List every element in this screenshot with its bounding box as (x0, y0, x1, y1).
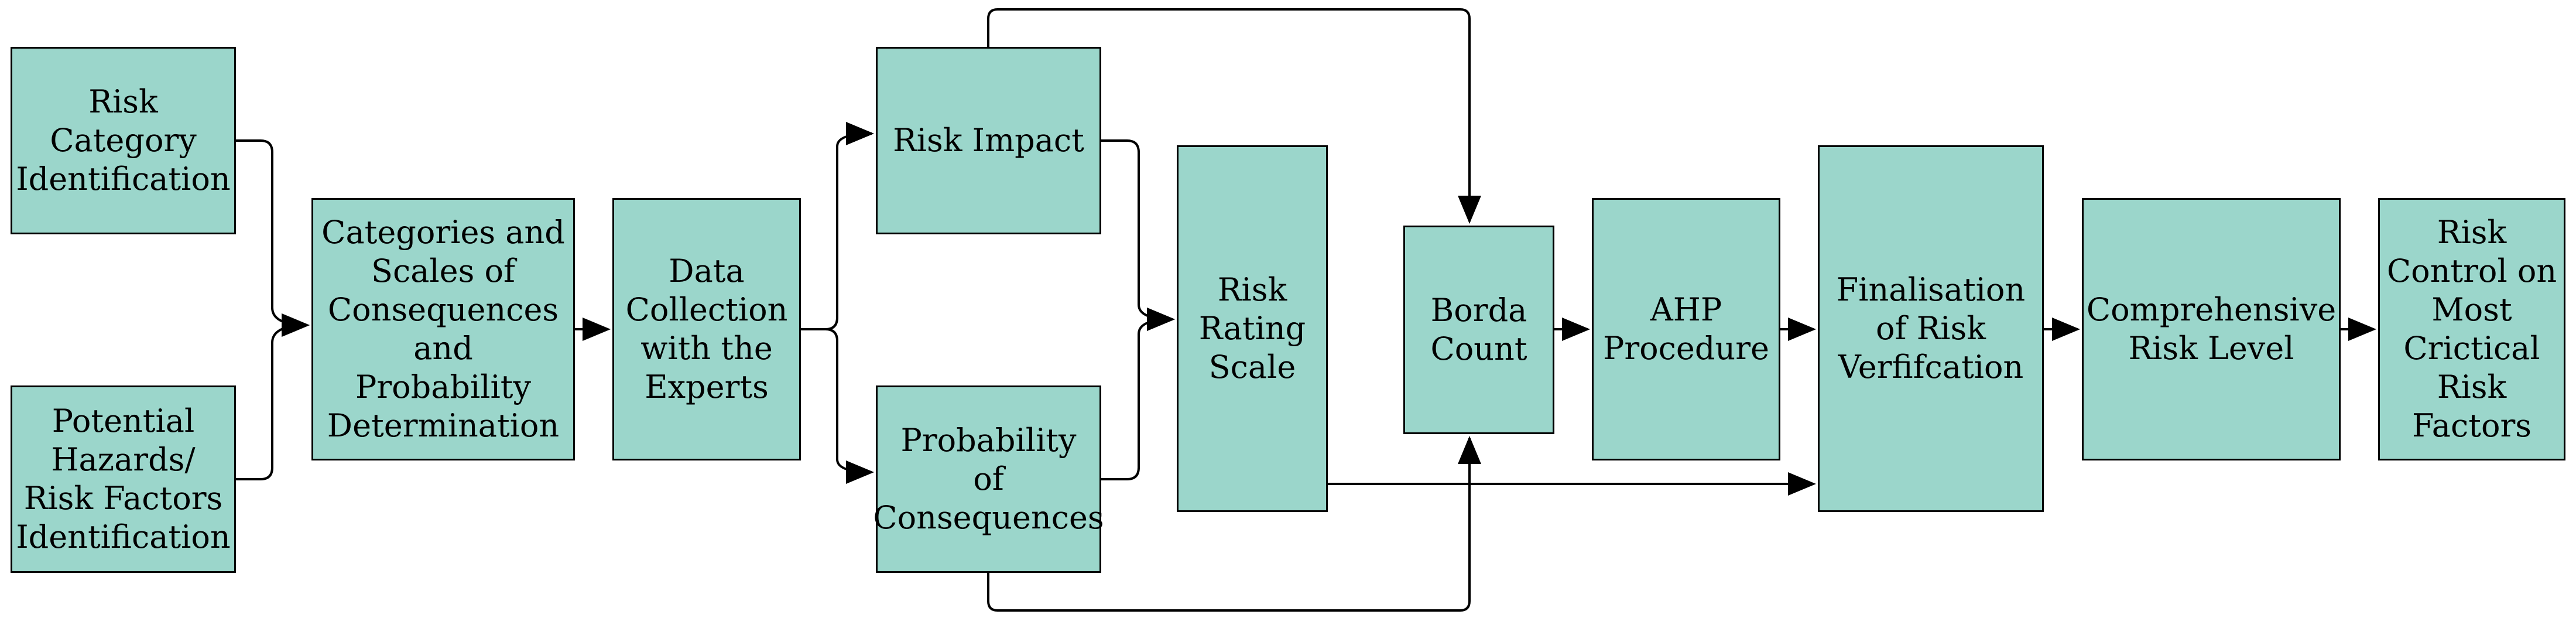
edge-probability-to-risk-rating (1101, 308, 1175, 480)
node-label: AHP Procedure (1603, 291, 1769, 367)
node-comprehensive-risk-level: Comprehensive Risk Level (2082, 198, 2341, 460)
node-risk-rating-scale: Risk Rating Scale (1177, 145, 1328, 512)
node-label: Potential Hazards/ Risk Factors Identifi… (16, 402, 231, 555)
node-risk-category-identification: Risk Category Identification (11, 47, 236, 234)
edge-potential-hazards-to-categories-scales (236, 313, 310, 480)
node-label: Comprehensive Risk Level (2086, 291, 2337, 367)
node-label: Categories and Scales of Consequences an… (321, 214, 565, 444)
node-risk-impact: Risk Impact (876, 47, 1101, 234)
node-finalisation-of-risk-verification: Finalisation of Risk Verfifcation (1818, 145, 2044, 512)
node-categories-and-scales: Categories and Scales of Consequences an… (311, 198, 575, 460)
edge-data-collection-to-probability (801, 328, 874, 484)
node-label: Probability of Consequences (873, 422, 1104, 536)
edge-data-collection-to-risk-impact (801, 122, 874, 330)
node-potential-hazards-identification: Potential Hazards/ Risk Factors Identifi… (11, 385, 236, 573)
node-label: Borda Count (1430, 292, 1527, 367)
edge-risk-impact-to-borda-count (987, 8, 1481, 224)
node-ahp-procedure: AHP Procedure (1592, 198, 1780, 460)
node-label: Risk Rating Scale (1198, 271, 1306, 385)
edge-risk-category-to-categories-scales (236, 139, 310, 337)
edge-probability-to-borda-count (987, 436, 1481, 612)
node-label: Risk Category Identification (16, 83, 231, 197)
node-data-collection: Data Collection with the Experts (612, 198, 801, 460)
node-label: Data Collection with the Experts (625, 253, 788, 405)
node-risk-control: Risk Control on Most Crictical Risk Fact… (2378, 198, 2565, 460)
node-borda-count: Borda Count (1403, 226, 1554, 434)
edge-risk-impact-to-risk-rating (1101, 139, 1175, 331)
node-label: Risk Control on Most Crictical Risk Fact… (2386, 214, 2557, 444)
node-label: Finalisation of Risk Verfifcation (1836, 271, 2026, 385)
node-label: Risk Impact (893, 122, 1084, 159)
node-probability-of-consequences: Probability of Consequences (873, 385, 1104, 573)
